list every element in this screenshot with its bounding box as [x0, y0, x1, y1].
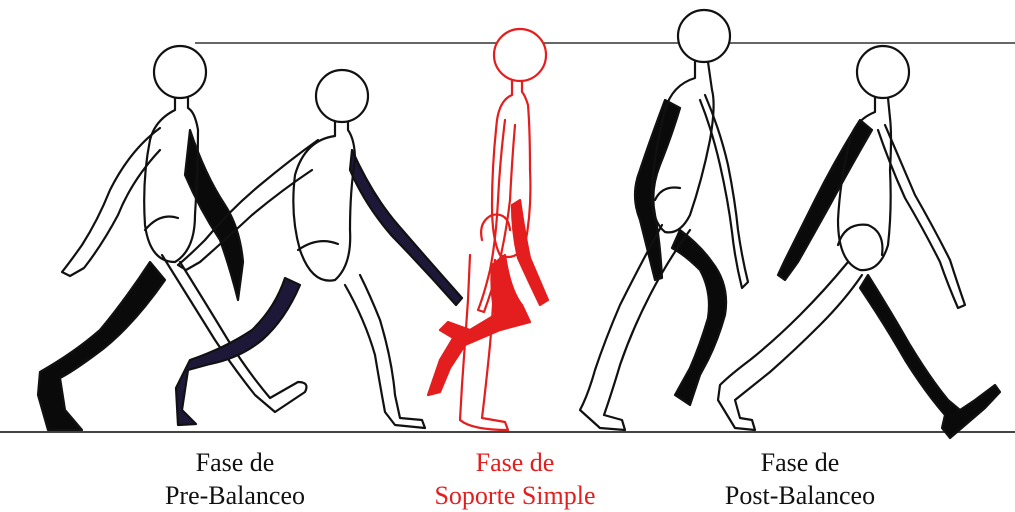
figure-pre-swing-1 — [38, 46, 306, 430]
figure-pre-swing-2 — [176, 70, 462, 428]
figure-post-swing-2 — [718, 46, 1000, 438]
figure-single-support — [428, 29, 548, 430]
caption-post-swing-line2: Post-Balanceo — [690, 479, 910, 512]
caption-pre-swing: Fase de Pre-Balanceo — [130, 446, 340, 512]
caption-pre-swing-line1: Fase de — [130, 446, 340, 479]
caption-single-support: Fase de Soporte Simple — [395, 446, 635, 512]
figure-post-swing-1 — [580, 10, 748, 430]
caption-post-swing-line1: Fase de — [690, 446, 910, 479]
caption-single-support-line1: Fase de — [395, 446, 635, 479]
caption-single-support-line2: Soporte Simple — [395, 479, 635, 512]
caption-post-swing: Fase de Post-Balanceo — [690, 446, 910, 512]
caption-pre-swing-line2: Pre-Balanceo — [130, 479, 340, 512]
